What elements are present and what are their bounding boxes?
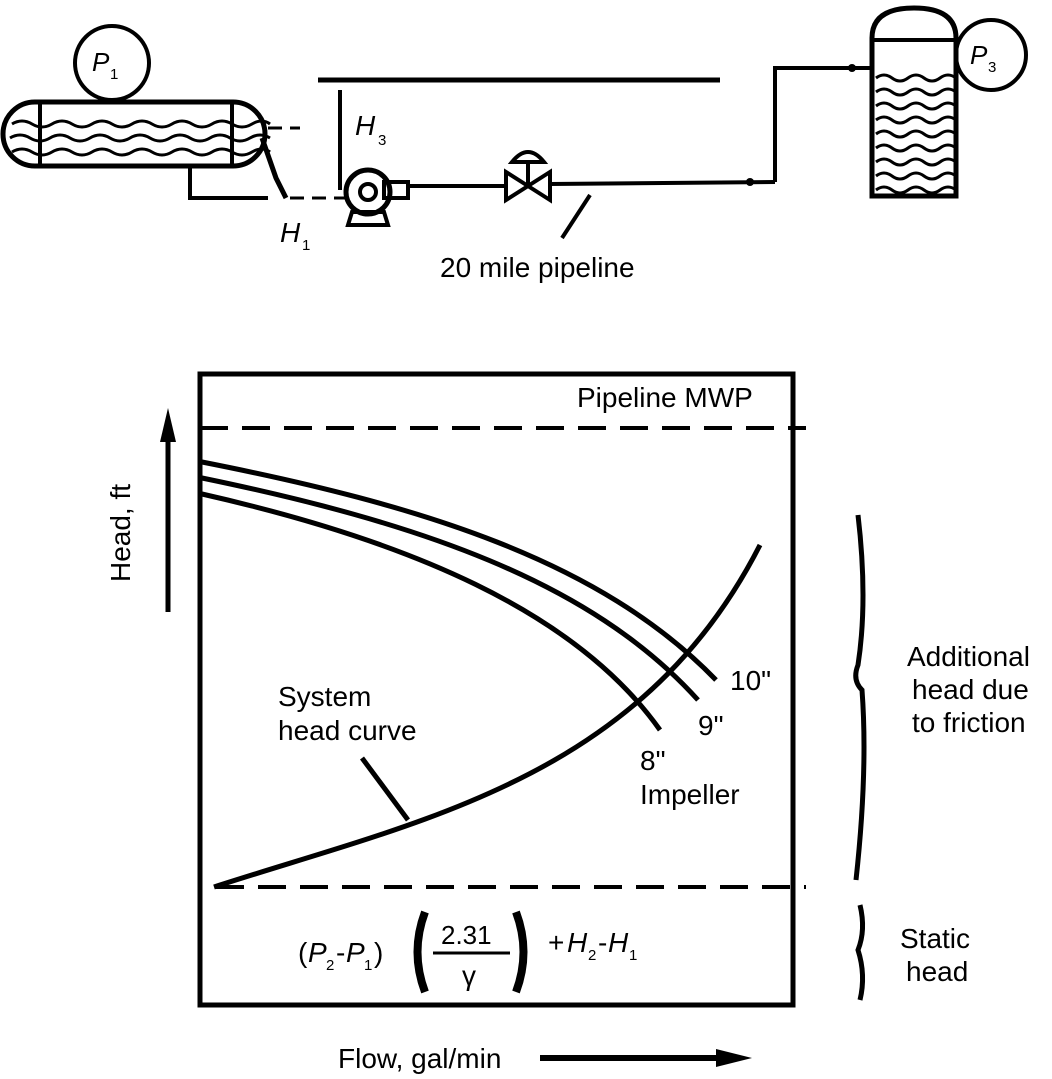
- suction-piping: [188, 126, 345, 200]
- svg-text:γ: γ: [462, 960, 476, 991]
- svg-text:+: +: [548, 927, 564, 958]
- static-brace: [855, 904, 866, 1001]
- svg-text:(: (: [298, 937, 308, 968]
- svg-text:1: 1: [302, 237, 310, 254]
- y-axis-label: Head, ft: [105, 484, 136, 582]
- svg-text:H: H: [567, 927, 588, 958]
- mwp-label: Pipeline MWP: [577, 382, 753, 413]
- x-axis-label: Flow, gal/min: [338, 1043, 501, 1074]
- static-label-line1: Static: [900, 923, 970, 954]
- control-valve-icon: [504, 150, 552, 204]
- impeller-8-label: 8": [640, 745, 666, 776]
- svg-text:2: 2: [588, 947, 596, 964]
- chart-frame: [197, 371, 796, 1008]
- h1-label: H 1: [280, 217, 310, 254]
- impeller-10-label: 10": [730, 665, 771, 696]
- p3-symbol: P: [970, 40, 988, 70]
- pump-curve-9in: [201, 475, 700, 702]
- friction-label-line2: head due: [912, 674, 1029, 705]
- p1-subscript: 1: [110, 66, 118, 83]
- system-curve-label-line2: head curve: [278, 715, 417, 746]
- x-axis-arrow: [540, 1049, 752, 1067]
- static-head-formula: ( P 2 - P 1 ) 2.31 γ + H 2 - H 1: [298, 910, 637, 994]
- svg-text:3: 3: [378, 132, 386, 149]
- system-curve-leader-line: [359, 756, 411, 822]
- svg-text:1: 1: [629, 947, 637, 964]
- riser-pipe: [773, 66, 872, 182]
- svg-text:-: -: [598, 927, 607, 958]
- pipeline: [549, 180, 776, 186]
- pipeline-label: 20 mile pipeline: [440, 252, 635, 283]
- impeller-label: Impeller: [640, 779, 740, 810]
- h3-marker: H 3: [338, 90, 386, 190]
- svg-text:): ): [374, 937, 383, 968]
- svg-text:P: P: [346, 937, 365, 968]
- pipeline-leader-line: [560, 193, 592, 240]
- pump-curve-10in: [201, 459, 718, 682]
- svg-text:2: 2: [326, 957, 334, 974]
- pipeline-junction: [746, 178, 754, 186]
- p3-subscript: 3: [988, 59, 996, 76]
- pump-system-chart: Head, ft Pipeline MWP System head curve …: [105, 371, 1030, 1074]
- y-axis-arrow: [160, 408, 176, 612]
- friction-label-line3: to friction: [912, 707, 1026, 738]
- svg-text:P: P: [308, 937, 327, 968]
- p1-symbol: P: [92, 47, 110, 77]
- svg-text:1: 1: [364, 957, 372, 974]
- system-curve-label-line1: System: [278, 681, 371, 712]
- svg-text:2.31: 2.31: [441, 920, 492, 950]
- delivery-tank: [869, 5, 959, 199]
- svg-text:-: -: [336, 937, 345, 968]
- svg-text:H: H: [355, 110, 376, 141]
- friction-brace: [853, 514, 867, 881]
- static-label-line2: head: [906, 956, 968, 987]
- system-head-curve: [213, 543, 763, 890]
- suction-tank: [0, 99, 271, 169]
- schematic: P 1 H 1 H 3: [0, 5, 1028, 283]
- friction-label-line1: Additional: [907, 641, 1030, 672]
- p1-gauge: P 1: [73, 24, 151, 102]
- impeller-9-label: 9": [698, 710, 724, 741]
- p3-gauge: P 3: [954, 18, 1028, 92]
- svg-text:H: H: [608, 927, 629, 958]
- pump-curve-8in: [201, 491, 663, 732]
- pump-icon: [343, 167, 410, 227]
- svg-text:H: H: [280, 217, 301, 248]
